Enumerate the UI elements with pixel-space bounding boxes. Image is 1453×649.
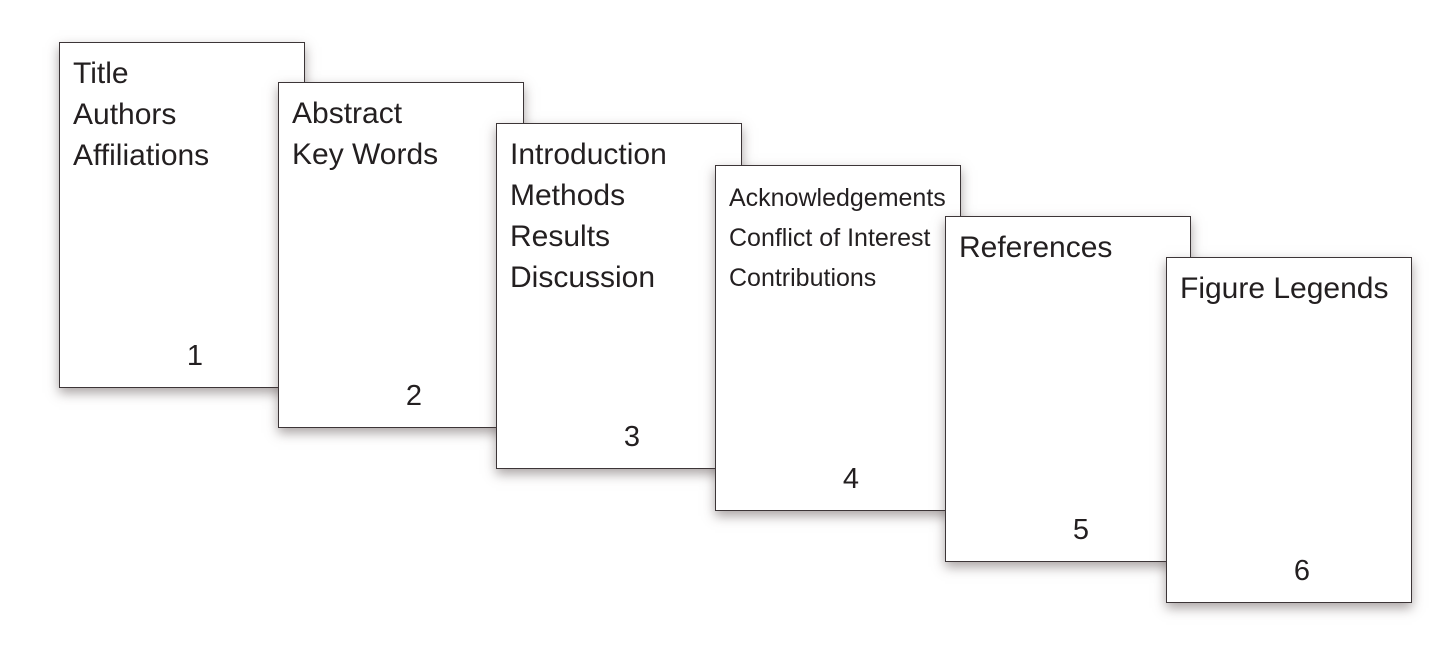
manuscript-page-3: Introduction Methods Results Discussion … <box>496 123 742 469</box>
page-4-sections: Acknowledgements Conflict of Interest Co… <box>729 178 955 298</box>
section-label-acknowledgements: Acknowledgements <box>729 184 946 212</box>
section-label-conflict-of-interest: Conflict of Interest <box>729 224 931 252</box>
page-6-sections: Figure Legends <box>1180 268 1406 309</box>
page-number-6: 6 <box>1293 555 1311 587</box>
manuscript-page-1: Title Authors Affiliations 1 <box>59 42 305 388</box>
manuscript-page-4: Acknowledgements Conflict of Interest Co… <box>715 165 961 511</box>
section-label-discussion: Discussion <box>510 261 656 294</box>
page-number-1: 1 <box>186 340 204 372</box>
page-number-5: 5 <box>1072 514 1090 546</box>
section-label-title: Title <box>73 57 129 90</box>
page-number-2: 2 <box>405 380 423 412</box>
section-label-authors: Authors <box>73 98 177 131</box>
page-2-sections: Abstract Key Words <box>292 93 518 175</box>
section-label-results: Results <box>510 220 611 253</box>
page-5-sections: References <box>959 227 1185 268</box>
section-label-contributions: Contributions <box>729 264 877 292</box>
section-label-references: References <box>959 231 1113 264</box>
section-label-key-words: Key Words <box>292 138 439 171</box>
page-number-3: 3 <box>623 421 641 453</box>
manuscript-page-2: Abstract Key Words 2 <box>278 82 524 428</box>
section-label-affiliations: Affiliations <box>73 139 210 172</box>
manuscript-page-5: References 5 <box>945 216 1191 562</box>
section-label-introduction: Introduction <box>510 138 667 171</box>
page-3-sections: Introduction Methods Results Discussion <box>510 134 736 298</box>
section-label-figure-legends: Figure Legends <box>1180 272 1389 305</box>
page-1-sections: Title Authors Affiliations <box>73 53 299 176</box>
section-label-methods: Methods <box>510 179 626 212</box>
manuscript-page-6: Figure Legends 6 <box>1166 257 1412 603</box>
section-label-abstract: Abstract <box>292 97 403 130</box>
page-number-4: 4 <box>842 463 860 495</box>
